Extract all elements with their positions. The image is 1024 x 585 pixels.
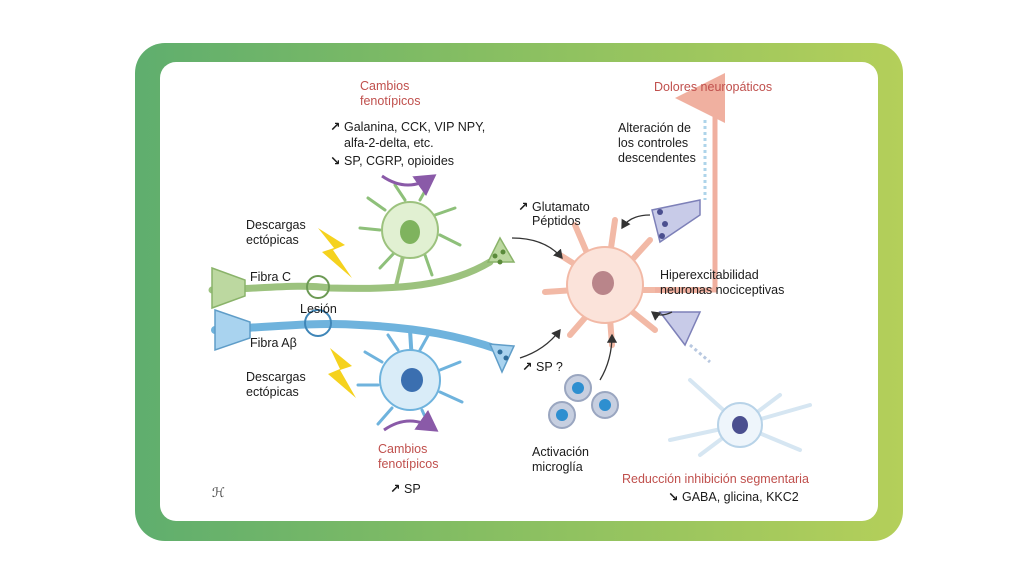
descending-arrow	[621, 214, 651, 230]
cambios-top-line1: Cambios	[360, 79, 410, 93]
fibra-ab-label: Fibra Aβ	[250, 336, 297, 350]
sp-arrow	[519, 328, 561, 359]
descargas-top-2: ectópicas	[246, 233, 299, 247]
inhibitory-interneuron-icon	[668, 378, 812, 457]
up-arrow-icon-3: ↗	[518, 200, 529, 214]
gaba-label: ↘GABA, glicina, KKC2	[668, 490, 799, 504]
dorsal-horn-neuron-icon	[542, 217, 703, 348]
lightning-bolt-icon	[318, 228, 352, 278]
down-list: ↘SP, CGRP, opioides	[330, 154, 455, 168]
up-list-2: alfa-2-delta, etc.	[344, 136, 434, 150]
glutamato-label: ↗Glutamato	[518, 200, 590, 214]
fibra-c-label: Fibra C	[250, 270, 291, 284]
sp-question-label: ↗SP ?	[522, 360, 563, 374]
dolores-label: Dolores neuropáticos	[654, 80, 773, 94]
inhibitory-terminal-icon	[658, 311, 711, 364]
purple-arrow-top	[381, 174, 437, 197]
lesion-ab-icon	[304, 309, 332, 337]
signature-logo: ℋ	[212, 485, 225, 500]
cambios-bottom-line2: fenotípicos	[378, 457, 439, 471]
lightning-bolt-icon-2	[328, 348, 356, 398]
microglia-label: microglía	[532, 460, 583, 474]
sp-bottom: ↗SP	[390, 482, 421, 496]
up-list-1: ↗Galanina, CCK, VIP NPY,	[330, 120, 486, 134]
diagram-card	[160, 62, 878, 521]
purple-arrow-bottom	[383, 409, 439, 432]
inhibition-arrow	[650, 311, 673, 321]
lesion-label: Lesión	[300, 302, 337, 316]
pain-pathway-arrow	[655, 73, 725, 293]
hiper-line1: Hiperexcitabilidad	[660, 268, 759, 282]
descargas-top-1: Descargas	[246, 218, 306, 232]
microglia-arrow	[599, 333, 618, 381]
alteracion-line3: descendentes	[618, 151, 696, 165]
microglia-icon	[548, 374, 619, 429]
peptidos-label: Péptidos	[532, 214, 581, 228]
up-arrow-icon: ↗	[330, 120, 341, 134]
up-arrow-icon-4: ↗	[522, 360, 533, 374]
alteracion-line2: los controles	[618, 136, 689, 150]
descargas-bottom-1: Descargas	[246, 370, 306, 384]
descargas-bottom-2: ectópicas	[246, 385, 299, 399]
cambios-top-line2: fenotípicos	[360, 94, 421, 108]
reduccion-label: Reducción inhibición segmentaria	[622, 472, 809, 486]
glutamate-arrow	[511, 237, 563, 259]
fibra-ab-fiber	[211, 308, 516, 374]
lesion-c-icon	[306, 275, 330, 299]
up-arrow-icon-2: ↗	[390, 482, 401, 496]
alteracion-line1: Alteración de	[618, 121, 691, 135]
descending-terminal-icon	[651, 199, 701, 244]
cambios-bottom-line1: Cambios	[378, 442, 428, 456]
activacion-label: Activación	[532, 445, 589, 459]
green-satellite-cell-icon	[358, 180, 462, 277]
down-arrow-icon-2: ↘	[668, 490, 679, 504]
hiper-line2: neuronas nociceptivas	[660, 283, 785, 297]
down-arrow-icon: ↘	[330, 154, 341, 168]
blue-satellite-cell-icon	[356, 330, 464, 430]
